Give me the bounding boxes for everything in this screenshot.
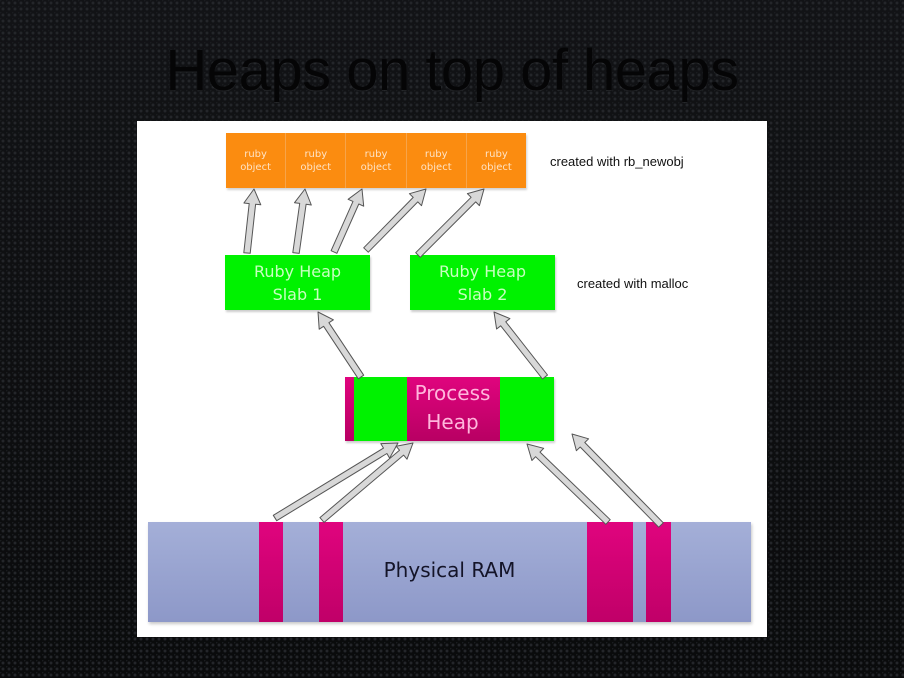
process-heap-label-line: Heap [426, 410, 479, 434]
diagram-panel: ruby object ruby object ruby object ruby… [137, 121, 767, 637]
ram-allocated-stripe [319, 522, 343, 622]
ruby-object-label: object [360, 161, 392, 173]
process-heap-used-block [354, 377, 407, 441]
ruby-object-label: ruby [304, 148, 328, 160]
ram-allocated-stripe [587, 522, 633, 622]
ruby-object-label: object [420, 161, 452, 173]
ruby-object-label: ruby [424, 148, 448, 160]
ruby-object-label: object [481, 161, 512, 173]
slab-label: Slab 1 [272, 284, 323, 304]
ruby-object-label: ruby [485, 148, 508, 160]
process-heap-label-line: Process [414, 381, 491, 405]
physical-ram-label: Physical RAM [383, 558, 516, 582]
slab-label: Slab 2 [457, 284, 508, 304]
slab-label: Ruby Heap [438, 261, 527, 281]
ruby-object-3: ruby object [346, 133, 407, 188]
slide-title: Heaps on top of heaps [165, 38, 739, 103]
ram-allocated-stripe [646, 522, 671, 622]
ruby-object-label: ruby [244, 148, 267, 160]
ruby-object-5: ruby object [466, 133, 527, 188]
process-heap: Process Heap [345, 377, 554, 441]
process-heap-used-block [500, 377, 554, 441]
ruby-object-label: object [240, 161, 272, 173]
physical-ram: Physical RAM [148, 522, 751, 622]
process-heap-label: Process Heap [405, 379, 500, 437]
ruby-heap-slab-2: Ruby Heap Slab 2 [410, 255, 555, 310]
ruby-object-row: ruby object ruby object ruby object ruby… [226, 133, 527, 188]
note-rb-newobj: created with rb_newobj [550, 154, 684, 169]
ruby-object-1: ruby object [226, 133, 287, 188]
note-malloc: created with malloc [577, 276, 689, 291]
ruby-object-label: ruby [364, 148, 388, 160]
slab-label: Ruby Heap [253, 261, 342, 281]
ruby-heap-slab-1: Ruby Heap Slab 1 [225, 255, 370, 310]
ruby-object-label: object [300, 161, 332, 173]
ruby-object-2: ruby object [286, 133, 347, 188]
ruby-object-4: ruby object [406, 133, 467, 188]
ram-allocated-stripe [259, 522, 283, 622]
